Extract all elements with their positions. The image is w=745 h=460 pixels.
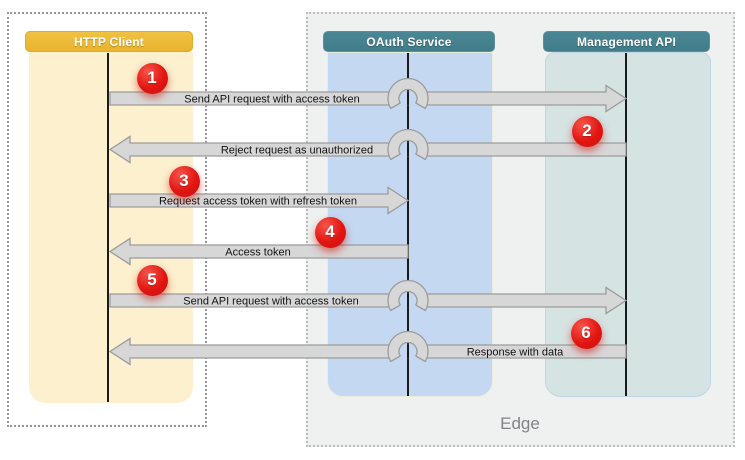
lane-oauth-service <box>327 52 493 397</box>
lifeline-http-client <box>107 53 109 402</box>
step-badge-6: 6 <box>570 317 602 349</box>
actor-header-http-client: HTTP Client <box>25 31 193 52</box>
step-badge-2: 2 <box>571 115 603 147</box>
message-arrow-2 <box>108 135 627 164</box>
edge-label: Edge <box>500 414 540 433</box>
message-arrow-1 <box>109 84 628 113</box>
step-badge-1: 1 <box>136 62 168 94</box>
step-badge-4: 4 <box>314 216 346 248</box>
step-badge-5: 5 <box>136 264 168 296</box>
actor-header-management-api: Management API <box>543 31 710 52</box>
message-label-3: Request access token with refresh token <box>159 195 357 207</box>
message-label-5: Send API request with access token <box>183 295 359 307</box>
hop-arch <box>387 128 429 161</box>
message-arrow-6 <box>108 337 627 366</box>
lifeline-management-api <box>625 53 627 396</box>
message-label-4: Access token <box>225 246 290 258</box>
actor-header-oauth-service: OAuth Service <box>323 31 495 52</box>
message-arrow-5 <box>109 286 628 315</box>
lifeline-oauth-service <box>407 53 409 396</box>
hop-arch <box>387 330 429 363</box>
message-label-6: Response with data <box>467 346 564 358</box>
hop-arch <box>387 279 429 312</box>
http-client-boundary <box>7 12 207 427</box>
hop-arch <box>387 77 429 110</box>
step-badge-3: 3 <box>168 165 200 197</box>
message-label-1: Send API request with access token <box>184 93 360 105</box>
message-label-2: Reject request as unauthorized <box>221 144 373 156</box>
